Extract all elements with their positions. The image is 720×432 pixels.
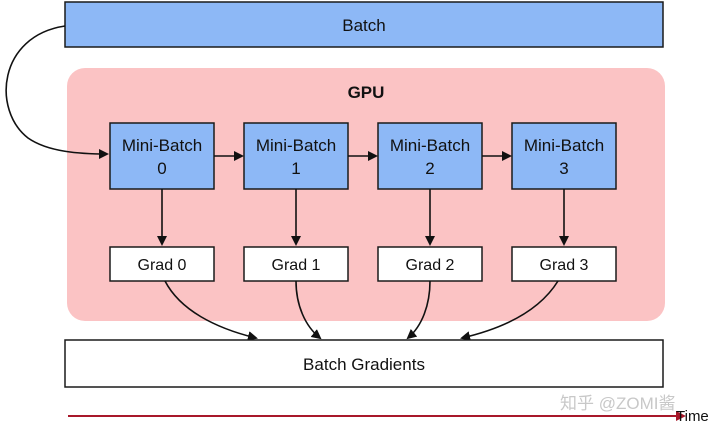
mini-batch-box: Mini-Batch 2 [377,122,483,190]
grad-box: Grad 0 [109,246,215,282]
mini-batch-box: Mini-Batch 3 [511,122,617,190]
gpu-region: GPU [67,68,665,321]
grad-to-batch-gradients-arrow [406,280,431,340]
grad-label: Grad 2 [406,257,455,274]
grad-label: Grad 3 [540,257,589,274]
grad-label: Grad 1 [272,257,321,274]
mini-batch-index: 2 [425,159,434,178]
grad-box: Grad 3 [511,246,617,282]
mini-batch-title: Mini-Batch [390,136,470,155]
grad-box: Grad 1 [243,246,349,282]
batch-gradients-box: Batch Gradients [64,339,664,388]
batch-label: Batch [342,16,385,35]
grad-to-batch-gradients-arrow [295,280,322,340]
mini-batch-index: 3 [559,159,568,178]
mini-batch-title: Mini-Batch [256,136,336,155]
grad-box: Grad 2 [377,246,483,282]
mini-batch-index: 1 [291,159,300,178]
batch-box: Batch [64,1,664,48]
batch-gradients-label: Batch Gradients [303,355,425,374]
grad-label: Grad 0 [138,257,187,274]
time-label: Time [676,408,709,425]
mini-batch-index: 0 [157,159,166,178]
mini-batch-box: Mini-Batch 1 [243,122,349,190]
watermark-text: 知乎 @ZOMI酱 [560,394,675,413]
gpu-label: GPU [348,83,385,102]
mini-batch-title: Mini-Batch [524,136,604,155]
mini-batch-title: Mini-Batch [122,136,202,155]
batch-to-minibatch-arrow [5,25,109,159]
grad-to-batch-gradients-arrow [460,280,559,342]
mini-batch-box: Mini-Batch 0 [109,122,215,190]
grad-to-batch-gradients-arrow [164,280,258,341]
